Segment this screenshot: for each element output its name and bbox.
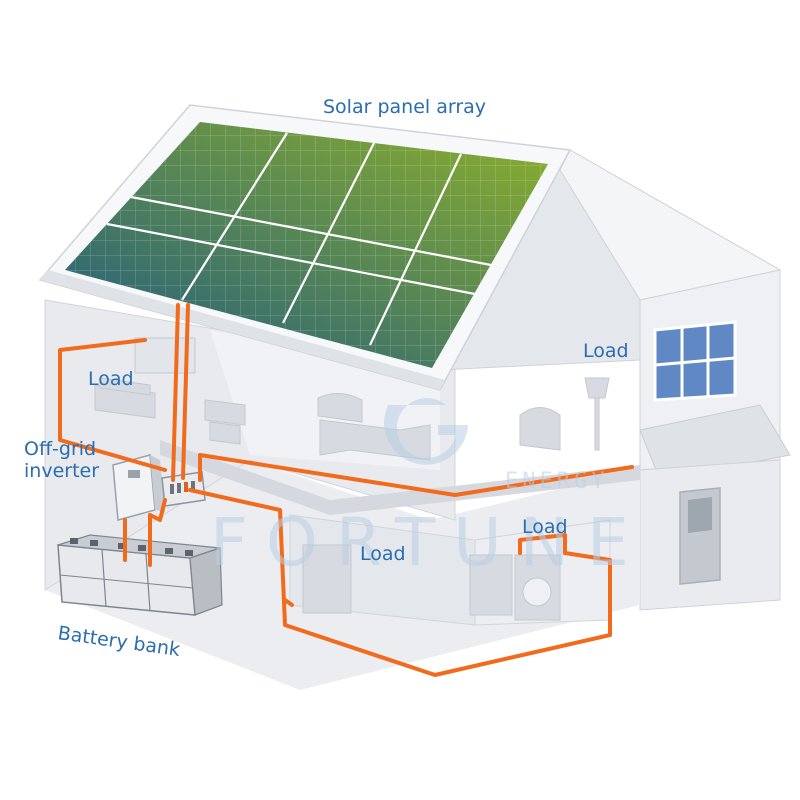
load-lower-right-label: Load	[522, 516, 568, 538]
washer-branch-wire	[518, 533, 567, 555]
watermark-word: FORTUNE	[210, 504, 647, 581]
lower-rooms-load-wire	[188, 488, 612, 677]
box-to-inverter-wire	[148, 498, 167, 522]
roof-edge	[40, 270, 445, 390]
watermark: FORTUNE ENERGY	[210, 398, 647, 581]
upper-window	[653, 320, 737, 402]
panel-to-box-wire-a	[171, 303, 180, 482]
load-upper-right-label: Load	[583, 340, 629, 362]
panel-to-box-wire-b	[181, 303, 190, 480]
solar-panel-cells	[65, 122, 548, 368]
front-door	[679, 487, 721, 585]
solar-module-dividers	[106, 132, 492, 346]
load-lower-middle-label: Load	[360, 543, 406, 565]
upper-floor-load-wire	[198, 453, 634, 497]
off-grid-inverter-label: Off-grid inverter	[24, 438, 100, 482]
off-grid-inverter-unit	[112, 454, 165, 521]
porch-awning	[639, 404, 791, 481]
load-upper-left-label: Load	[88, 368, 134, 390]
wiring	[58, 303, 634, 677]
solar-panel-array-label: Solar panel array	[323, 96, 487, 118]
watermark-sub: ENERGY	[505, 469, 608, 494]
upper-left-load-wire	[58, 338, 167, 472]
upper-floor-slab	[160, 440, 640, 515]
battery-bank-unit	[57, 534, 223, 616]
fridge-branch-wire	[283, 598, 294, 607]
solar-panel-array	[65, 122, 548, 368]
